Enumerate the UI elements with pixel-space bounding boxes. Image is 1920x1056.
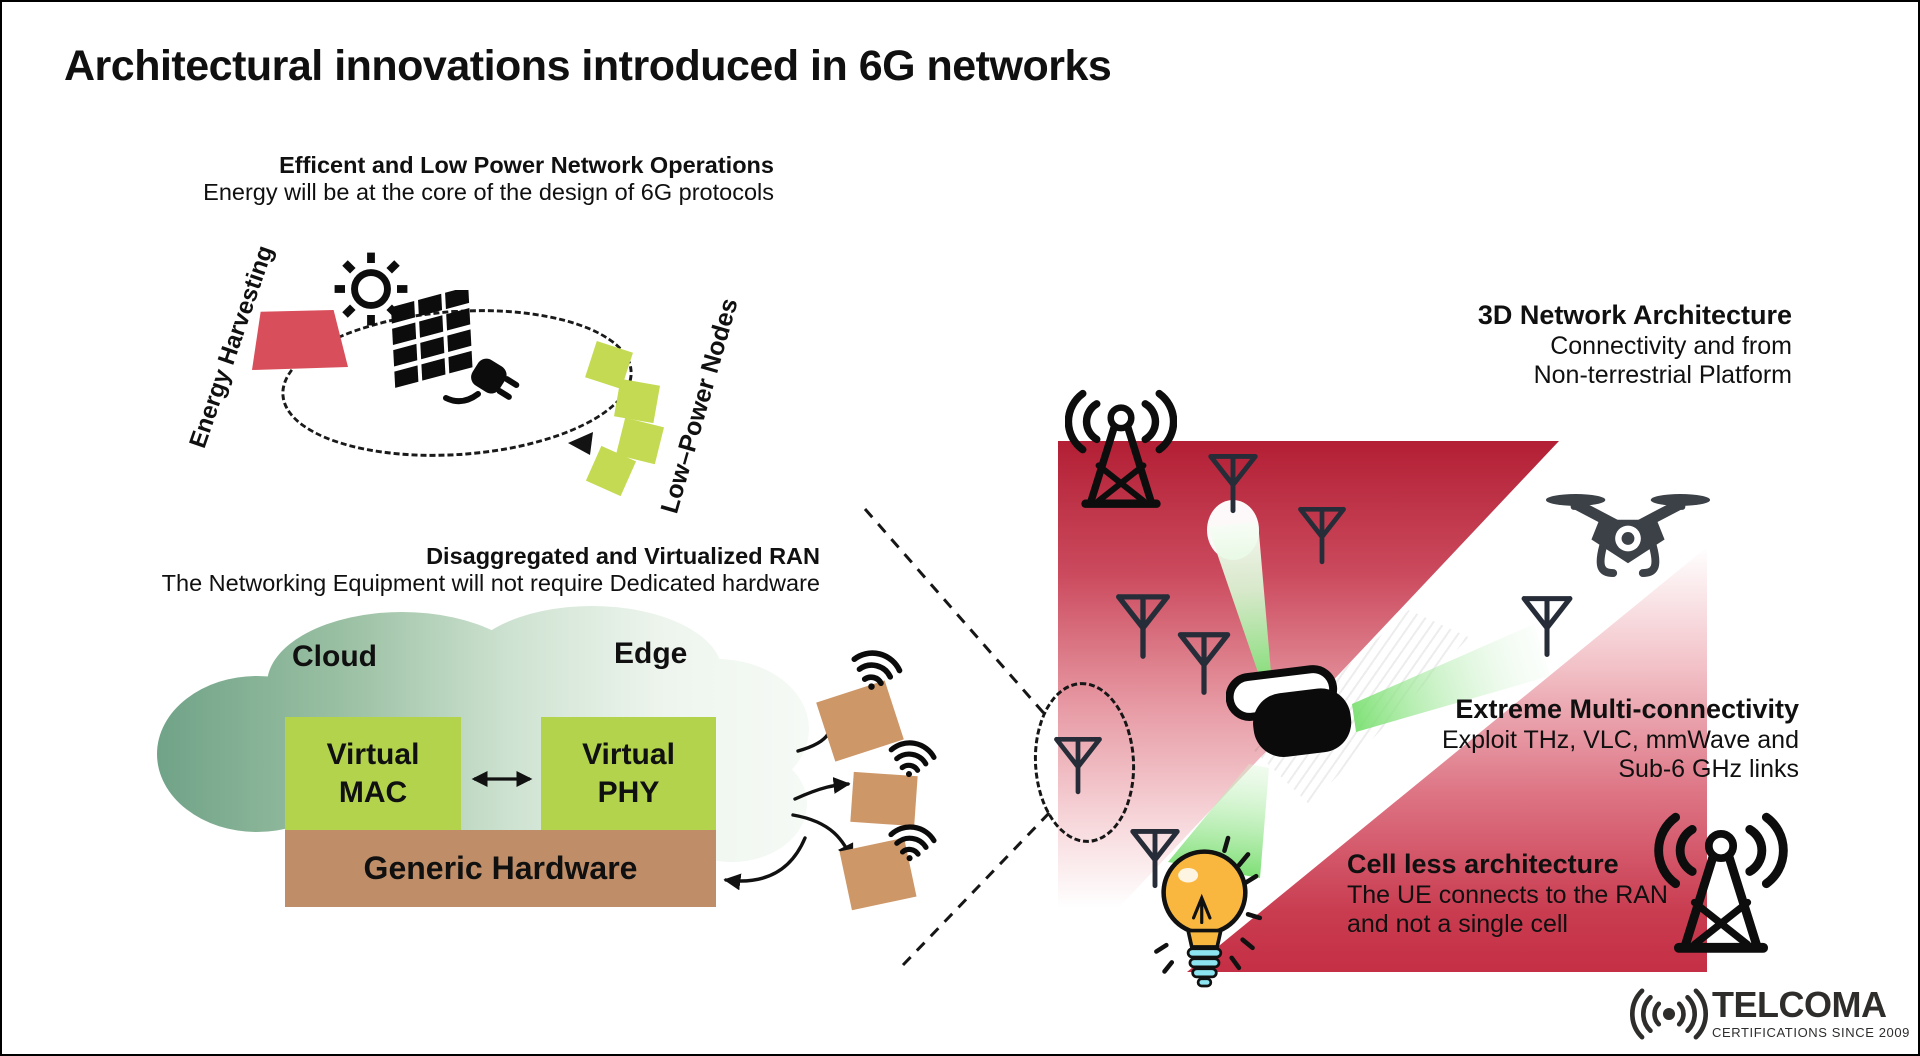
low-power-nodes-label: Low–Power Nodes [655,295,744,517]
ran-subheading: The Networking Equipment will not requir… [161,570,820,597]
telcoma-logo: TELCOMA CERTIFICATIONS SINCE 2009 [1630,984,1910,1044]
multi-connectivity-callout: Extreme Multi-connectivity Exploit THz, … [1359,694,1799,785]
radio-waves-icon [1630,988,1708,1040]
wifi-icon [883,732,942,782]
virtual-phy-label: Virtual PHY [582,738,675,809]
cloud-label: Cloud [292,640,377,673]
antenna-icon [1112,592,1174,662]
energy-section-heading: Efficent and Low Power Network Operation… [122,152,774,207]
edge-node-square [850,771,918,827]
wifi-icon [883,817,940,866]
multi-connectivity-line1: Exploit THz, VLC, mmWave and [1441,725,1799,754]
vr-headset-icon [1226,665,1352,758]
energy-subheading: Energy will be at the core of the design… [203,179,774,206]
cell-tower-icon [1065,368,1177,520]
sun-icon [334,252,408,326]
wifi-icon [843,640,908,697]
light-bulb-icon [1154,835,1263,988]
cell-less-line1: The UE connects to the RAN [1347,880,1668,909]
virtual-mac-label: Virtual MAC [326,738,420,809]
multi-connectivity-heading: Extreme Multi-connectivity [1455,694,1799,724]
orbit-arrowhead [568,432,593,455]
virtual-mac-box: Virtual MAC [285,717,461,830]
logo-name: TELCOMA [1712,984,1887,1026]
solar-panel-icon [390,290,520,405]
ran-section-heading: Disaggregated and Virtualized RAN The Ne… [61,543,820,598]
antenna-icon [1295,505,1349,567]
energy-heading: Efficent and Low Power Network Operation… [279,152,774,178]
logo-tagline: CERTIFICATIONS SINCE 2009 [1712,1024,1911,1040]
3d-network-callout: 3D Network Architecture Connectivity and… [1392,300,1792,391]
3d-network-line1: Connectivity and from [1550,331,1792,360]
cell-less-line2: and not a single cell [1347,910,1568,939]
3d-network-line2: Non-terrestrial Platform [1533,361,1792,390]
virtual-phy-box: Virtual PHY [541,717,716,830]
edge-label: Edge [614,637,688,670]
generic-hardware-label: Generic Hardware [363,850,638,886]
multi-connectivity-line2: Sub-6 GHz links [1618,755,1799,784]
antenna-icon [1174,630,1234,698]
plug-icon [443,358,520,405]
antenna-icon [1205,452,1261,516]
page-title: Architectural innovations introduced in … [64,42,1112,90]
ran-heading: Disaggregated and Virtualized RAN [426,543,820,569]
antenna-icon [1518,594,1576,660]
low-power-node-square [614,378,660,424]
solar-collector-shape [252,310,348,370]
cell-less-callout: Cell less architecture The UE connects t… [1347,849,1767,940]
drone-icon [1545,494,1711,578]
generic-hardware-box: Generic Hardware [285,830,716,907]
cell-less-heading: Cell less architecture [1347,849,1619,879]
3d-network-heading: 3D Network Architecture [1477,300,1792,330]
